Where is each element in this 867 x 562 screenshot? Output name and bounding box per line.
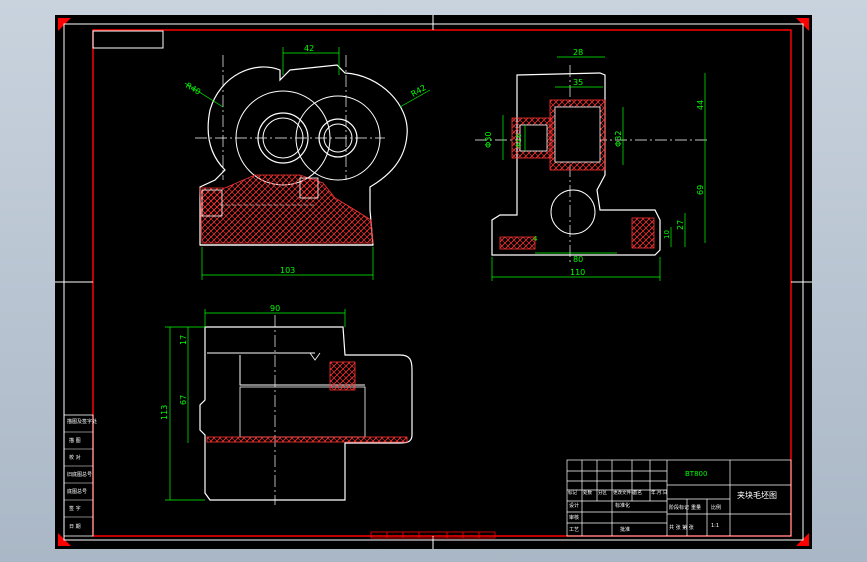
label-scale: 比例: [711, 504, 721, 511]
label-stage: 阶段标记: [669, 504, 689, 511]
dim-left-radius: R40: [184, 81, 202, 97]
label-doc: 更改文件号: [613, 489, 636, 496]
side-view: [475, 65, 710, 265]
label-zone: 分区: [598, 489, 607, 496]
left-table-row-0: 描图及签字处: [67, 418, 97, 425]
dim-side-base-inner: 80: [573, 255, 583, 264]
inner-border: [92, 29, 792, 537]
dim-side-top: 28: [573, 48, 583, 57]
dim-top-width: 42: [304, 44, 314, 53]
dim-side-right-a: 27: [676, 220, 685, 230]
left-table-row-5: 签 字: [69, 505, 81, 512]
left-table-row-4: 底图总号: [67, 488, 87, 495]
left-table-row-2: 校 对: [69, 454, 81, 461]
dim-plan-mid: 67: [179, 395, 188, 405]
left-table-row-6: 日 期: [69, 524, 81, 530]
label-count: 处数: [583, 489, 592, 496]
dim-side-left-dia: Φ30: [484, 132, 493, 148]
title-block: [566, 459, 792, 537]
label-mark: 标记: [568, 489, 577, 496]
label-sign: 签名: [633, 489, 642, 496]
label-process: 工艺: [569, 527, 579, 533]
part-name: 夹块毛坯图: [737, 490, 777, 500]
dim-bottom-width: 103: [280, 266, 295, 275]
bottom-ruler: [370, 531, 496, 539]
code-box: [92, 30, 164, 49]
title-block-text: BT800 夹块毛坯图 标记 处数 分区 更改文件号 签名 年.月.日 设计 标…: [568, 470, 777, 533]
front-view: [195, 55, 408, 246]
dim-plan-width: 90: [270, 304, 280, 313]
dim-side-height-b: 69: [696, 185, 705, 195]
plan-dimensions: 90 17 67 113: [160, 304, 346, 501]
label-weight: 重量: [691, 504, 701, 511]
dim-side-height-a: 44: [696, 100, 705, 110]
dim-side-center-dia: Φ32: [614, 131, 623, 147]
left-table-row-1: 描 图: [69, 437, 81, 444]
dim-plan-total: 113: [160, 405, 169, 420]
label-approve: 批准: [620, 526, 630, 533]
dim-side-small-dia: Φ16: [515, 133, 523, 148]
label-review: 审核: [569, 514, 579, 521]
dim-side-right-b: 10: [663, 230, 671, 239]
label-standard: 标准化: [615, 502, 630, 509]
label-date: 年.月.日: [651, 489, 667, 496]
dim-side-base-width: 110: [570, 268, 585, 277]
drawing-code: BT800: [685, 470, 707, 478]
cad-viewport[interactable]: 42 R40 R42 103 28 35 Φ30 Φ16 Φ32: [55, 15, 812, 549]
label-design: 设计: [569, 502, 579, 509]
left-revision-table: 描图及签字处 描 图 校 对 旧底图总号 底图总号 签 字 日 期: [63, 414, 97, 537]
outer-frame: [63, 23, 804, 541]
sheet-count: 共 张 第 张: [669, 524, 694, 531]
side-dimensions: 28 35 Φ30 Φ16 Φ32 44 69 27 10 4 80 110: [484, 48, 706, 281]
dim-plan-top: 17: [179, 335, 188, 345]
dim-side-small: 4: [533, 235, 538, 243]
dim-side-inner: 35: [573, 78, 583, 87]
scale-value: 1:1: [711, 523, 719, 529]
plan-view: [199, 315, 413, 505]
drawing-sheet: 42 R40 R42 103 28 35 Φ30 Φ16 Φ32: [55, 15, 812, 549]
left-table-row-3: 旧底图总号: [67, 471, 92, 478]
